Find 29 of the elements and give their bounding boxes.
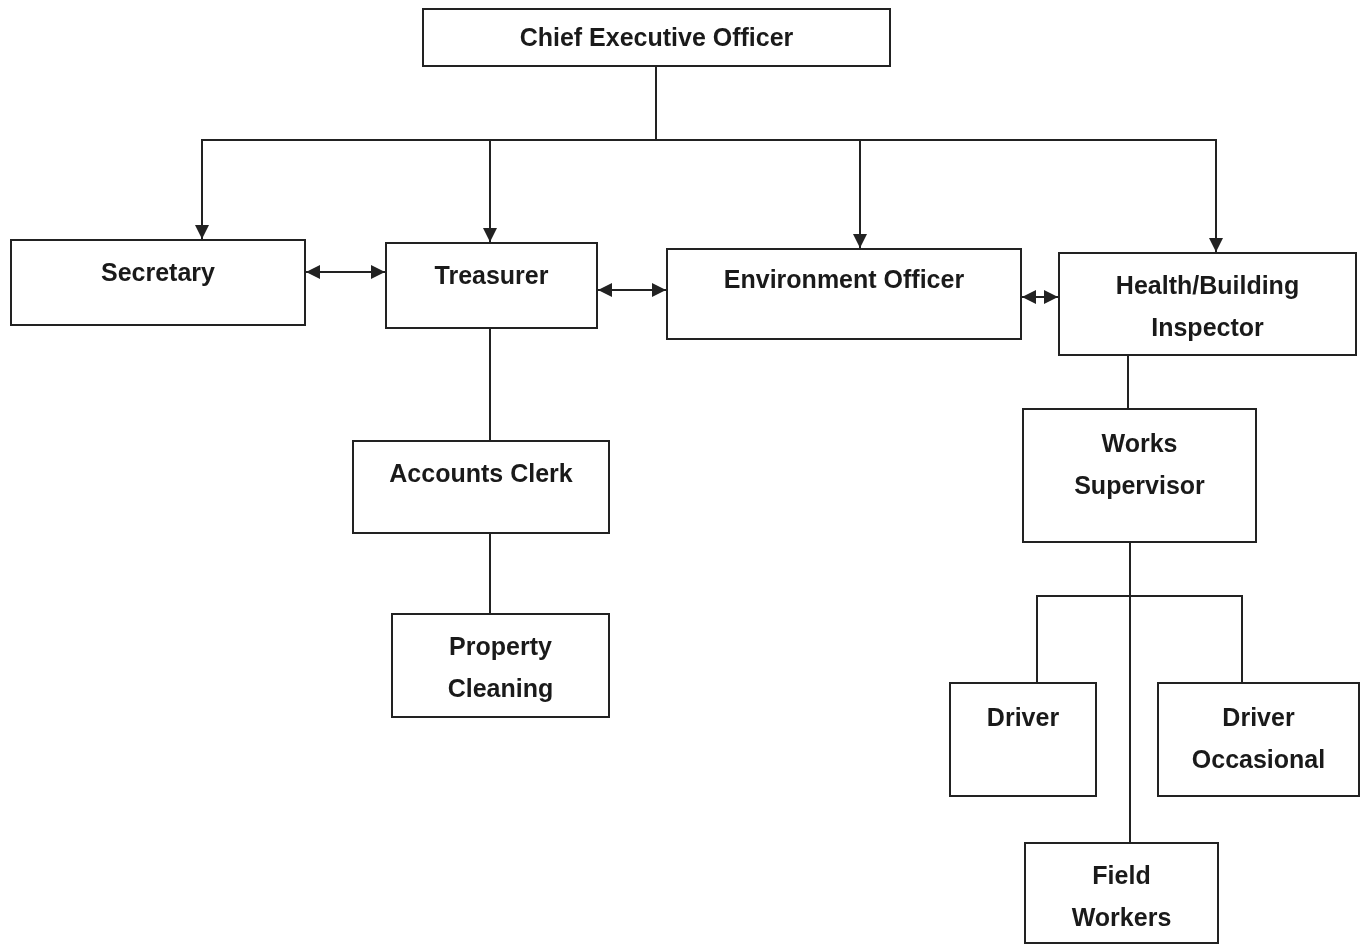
connector-line [489, 533, 491, 614]
role-box [422, 8, 891, 67]
role-title: Driver [986, 702, 1060, 733]
role-title: Treasurer [434, 260, 549, 291]
connector-line [1021, 290, 1059, 304]
role-title: Accounts Clerk [389, 458, 573, 489]
role-box [1024, 842, 1219, 944]
role-title: Works Supervisor [1073, 428, 1206, 501]
role-title: Driver Occasional [1190, 702, 1327, 775]
role-title: Chief Executive Officer [519, 22, 794, 53]
role-box [1157, 682, 1360, 797]
connector-line [597, 283, 667, 297]
role-box [666, 248, 1022, 340]
role-box [385, 242, 598, 329]
role-box [352, 440, 610, 534]
connector-line [1127, 355, 1129, 409]
connector-line [489, 328, 491, 441]
connector-line [305, 265, 386, 279]
role-title: Secretary [101, 257, 215, 288]
role-box [949, 682, 1097, 797]
role-box [391, 613, 610, 718]
role-title: Field Workers [1070, 860, 1173, 933]
role-box [10, 239, 306, 326]
role-title: Environment Officer [723, 264, 965, 295]
role-title: Health/Building Inspector [1114, 270, 1301, 343]
role-box [1022, 408, 1257, 543]
role-title: Property Cleaning [446, 631, 555, 704]
connector-line [1129, 542, 1131, 843]
role-box [1058, 252, 1357, 356]
